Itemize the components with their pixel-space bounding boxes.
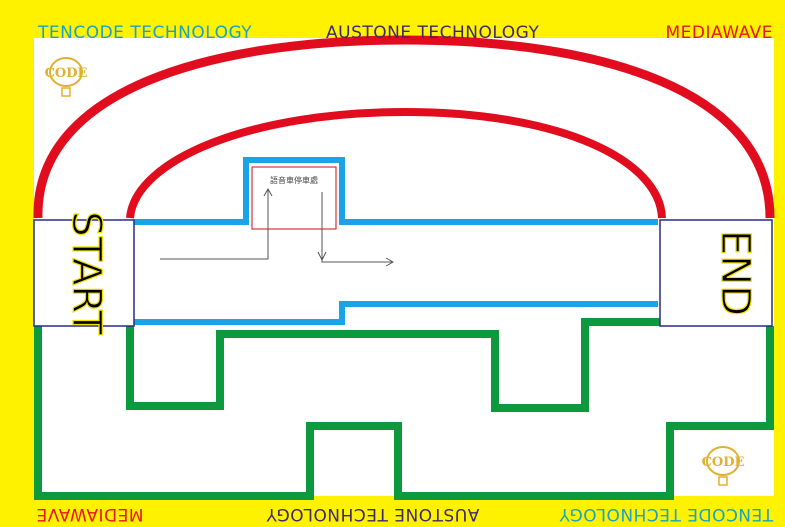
balloon-basket-icon [718,476,728,486]
top-right-brand: MEDIAWAVE [665,23,773,43]
outer-red-arc [33,35,775,219]
logo-top-left: CODE [45,57,88,97]
inner-red-arc [126,107,666,219]
top-center-brand: AUSTONE TECHNOLOGY [326,23,540,43]
start-zone [33,219,135,327]
green-track-inner [126,318,662,412]
start-label: START [63,211,109,335]
balloon-logo-icon [49,57,83,87]
end-zone [659,219,773,327]
arrow-down-head [317,251,327,262]
logo-text-bottom: CODE [702,455,745,470]
balloon-basket-icon [61,87,71,97]
top-left-brand: TENCODE TECHNOLOGY [38,23,253,43]
arrow-right-head [385,257,395,267]
arrow-up-head [263,187,273,197]
bottom-left-brand: MEDIAWAVE [36,504,144,524]
end-label: END [712,230,758,316]
blue-track-top [134,157,658,225]
blue-track-bottom [134,301,658,325]
green-track-outer [34,326,774,500]
arrow-up-path [160,190,269,260]
bottom-center-brand: AUSTONE TECHNOLOGY [266,504,480,524]
arrow-right-path [321,192,392,263]
bottom-right-brand: TENCODE TECHNOLOGY [558,504,773,524]
balloon-logo-icon [706,446,740,476]
parking-label: 語音車停車處 [270,175,318,185]
logo-text-top: CODE [45,66,88,81]
logo-bottom-right: CODE [702,446,745,486]
route-arrows [160,187,395,267]
